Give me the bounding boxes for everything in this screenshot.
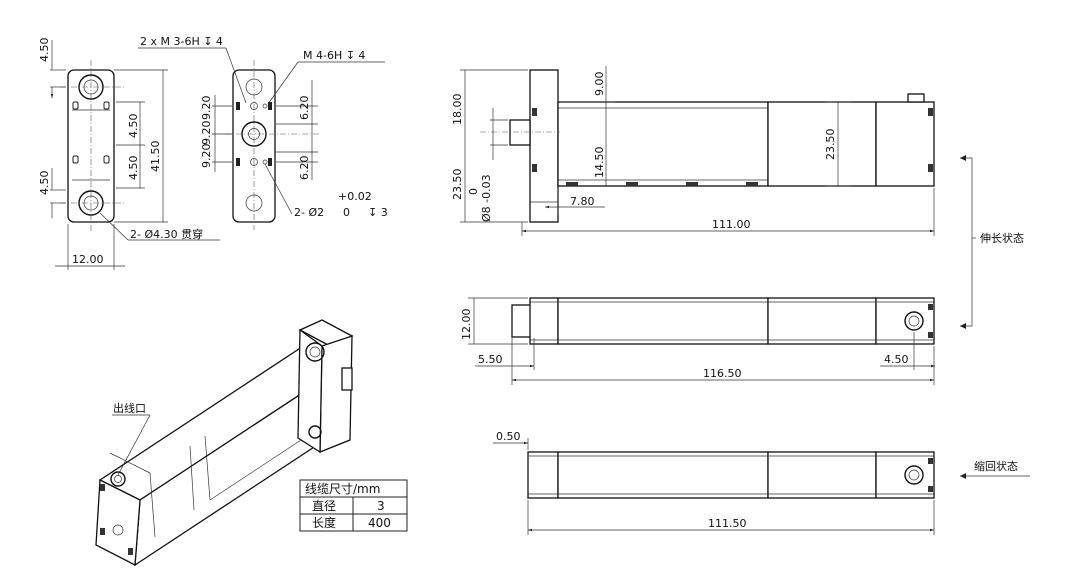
front-view-right: 9.20 9.20 9.20 6.20 6.20 2 x M 3-6H ↧ 4 … (138, 35, 388, 230)
cable-table: 线缆尺寸/mm 直径 3 长度 400 (299, 479, 408, 532)
dim-left-bottom: 4.50 (38, 171, 51, 196)
table-row-diameter-name: 直径 (312, 499, 336, 513)
side-view-extended: 18.00 23.50 0 Ø8 -0.03 9.00 14.50 23.50 … (451, 66, 935, 236)
label-through-hole: 2- Ø4.30 贯穿 (130, 227, 203, 241)
top-view: 12.00 5.50 4.50 116.50 (460, 297, 935, 385)
dim-ext-shaft-tol-upper: 0 (467, 188, 480, 195)
dim-right-pitch-upper: 9.20 (200, 96, 213, 121)
dim-right-offset-upper: 6.20 (298, 96, 311, 121)
dim-left-mid-upper: 4.50 (127, 114, 140, 139)
table-row-diameter-value: 3 (377, 499, 385, 513)
dim-right-pitch-mid: 9.20 (200, 121, 213, 146)
dim-ext-shaft-len: 7.80 (570, 195, 595, 208)
table-row-length-name: 长度 (312, 515, 336, 530)
label-pin-depth: ↧ 3 (368, 206, 388, 219)
label-extended-state: 伸长状态 (980, 231, 1024, 245)
dim-right-offset-lower: 6.20 (298, 156, 311, 181)
dim-left-top: 4.50 (38, 38, 51, 63)
label-thread-m4: M 4-6H ↧ 4 (303, 49, 365, 62)
dim-ext-shaft-offset: 9.00 (593, 72, 606, 97)
dim-ext-outer-height: 23.50 (451, 169, 464, 201)
label-cable-exit: 出线口 (113, 401, 146, 415)
front-view-left: 4.50 4.50 4.50 4.50 41.50 12.00 2- Ø4.30… (38, 38, 220, 270)
label-thread-2x: 2 x M 3-6H ↧ 4 (140, 35, 223, 48)
label-pin-tol-lower: 0 (343, 206, 350, 219)
dim-ext-lower-offset: 14.50 (593, 147, 606, 179)
label-retracted-state: 缩回状态 (974, 459, 1018, 473)
dim-left-mid-lower: 4.50 (127, 156, 140, 181)
label-pin-hole: 2- Ø2 (294, 206, 324, 219)
dim-ret-shaft-len: 0.50 (496, 430, 521, 443)
dim-ret-total-len: 111.50 (708, 517, 747, 530)
dim-right-pitch-lower: 9.20 (200, 144, 213, 169)
isometric-view: 出线口 (95, 319, 354, 567)
dim-left-height: 41.50 (149, 141, 162, 173)
dim-ext-total-len: 111.00 (712, 218, 751, 231)
dim-ext-body-height: 23.50 (824, 129, 837, 161)
dim-top-shaft-len: 5.50 (478, 353, 503, 366)
table-row-length-value: 400 (368, 516, 391, 530)
retracted-view: 0.50 111.50 (493, 430, 935, 535)
state-labels: 伸长状态 缩回状态 (960, 155, 1030, 479)
label-pin-tol-upper: +0.02 (338, 190, 372, 203)
dim-left-width: 12.00 (72, 253, 104, 266)
dim-top-right-offset: 4.50 (884, 353, 909, 366)
dim-ext-shaft-tol-lower: Ø8 -0.03 (480, 174, 493, 222)
dim-top-total-len: 116.50 (703, 367, 742, 380)
dim-ext-height-left: 18.00 (451, 94, 464, 126)
dim-top-height: 12.00 (460, 309, 473, 341)
table-header: 线缆尺寸/mm (305, 482, 380, 496)
